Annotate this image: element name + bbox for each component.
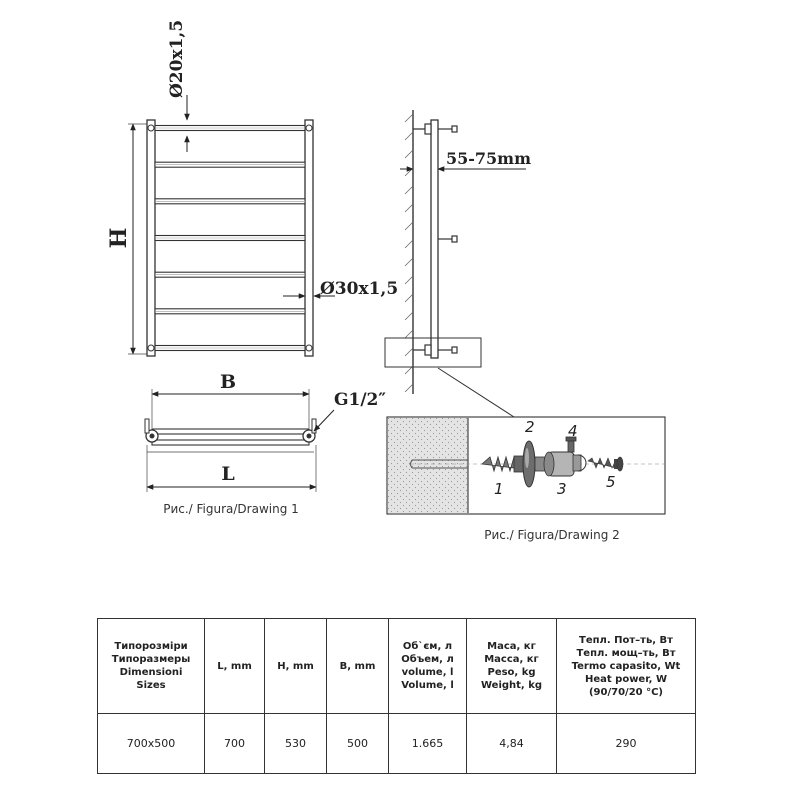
radiator-side-profile xyxy=(430,119,439,359)
set-screw-part-4 xyxy=(565,436,577,453)
part-label-1: 1 xyxy=(494,480,504,498)
right-side-pipe xyxy=(304,119,314,357)
drawing1-caption: Рис./ Figura/Drawing 1 xyxy=(163,502,299,516)
offset-label: 55-75mm xyxy=(446,149,531,168)
cell-length: 700 xyxy=(204,713,265,774)
spacer xyxy=(534,456,546,472)
part-label-5: 5 xyxy=(606,473,616,491)
width-b-label: B xyxy=(220,371,236,393)
cell-volume: 1.665 xyxy=(388,713,467,774)
side-view: 55-75mm xyxy=(384,110,531,418)
header-height: H, mm xyxy=(264,618,327,714)
bottom-left-fitting xyxy=(147,344,155,352)
part-label-2: 2 xyxy=(525,418,535,436)
pipe-small-label: Ø20x1,5 xyxy=(167,20,187,98)
top-rail-back xyxy=(151,439,310,446)
cell-width: 500 xyxy=(326,713,389,774)
drawing2-caption: Рис./ Figura/Drawing 2 xyxy=(484,528,620,542)
top-view: B G1/2″ L Рис./ Figura/Drawing 1 xyxy=(144,371,386,516)
left-connection-center xyxy=(149,433,155,439)
cell-size: 700x500 xyxy=(97,713,205,774)
front-view: H Ø20x1,5 Ø30x1,5 xyxy=(106,20,398,357)
holder-part-3 xyxy=(543,451,587,477)
wall-hatch xyxy=(404,113,414,393)
cell-heat-power: 290 xyxy=(556,713,696,774)
pipe-large-label: Ø30x1,5 xyxy=(320,279,398,299)
header-length: L, mm xyxy=(204,618,265,714)
top-left-fitting xyxy=(147,124,155,132)
washer-part-2 xyxy=(522,440,536,488)
detail-box xyxy=(384,337,482,368)
height-label: H xyxy=(106,228,132,249)
cell-weight: 4,84 xyxy=(466,713,557,774)
connection-leader xyxy=(313,409,335,432)
screw-part-5 xyxy=(587,456,624,472)
wall-section xyxy=(388,418,468,513)
bottom-right-fitting xyxy=(305,344,313,352)
width-l-label: L xyxy=(221,463,234,485)
header-width: B, mm xyxy=(326,618,389,714)
washer-highlight xyxy=(525,448,529,468)
wall-brackets xyxy=(413,123,458,356)
rungs xyxy=(154,124,306,352)
table-row: 700x500 700 530 500 1.665 4,84 290 xyxy=(97,713,696,774)
cell-height: 530 xyxy=(264,713,327,774)
mounting-detail: 1 2 3 4 5 Рис./ Figura/Drawing 2 xyxy=(386,416,666,542)
right-connection-center xyxy=(306,433,312,439)
top-rail-front xyxy=(151,428,310,435)
part-label-3: 3 xyxy=(557,480,567,498)
connection-label: G1/2″ xyxy=(334,390,386,410)
top-right-fitting xyxy=(305,124,313,132)
part-label-4: 4 xyxy=(568,422,578,440)
left-bracket xyxy=(144,418,150,434)
technical-drawing: H Ø20x1,5 Ø30x1,5 B G1/2″ L Ри xyxy=(106,20,666,542)
detail-leader xyxy=(437,367,515,418)
dowel-hole xyxy=(409,459,468,469)
left-side-pipe xyxy=(146,119,156,357)
